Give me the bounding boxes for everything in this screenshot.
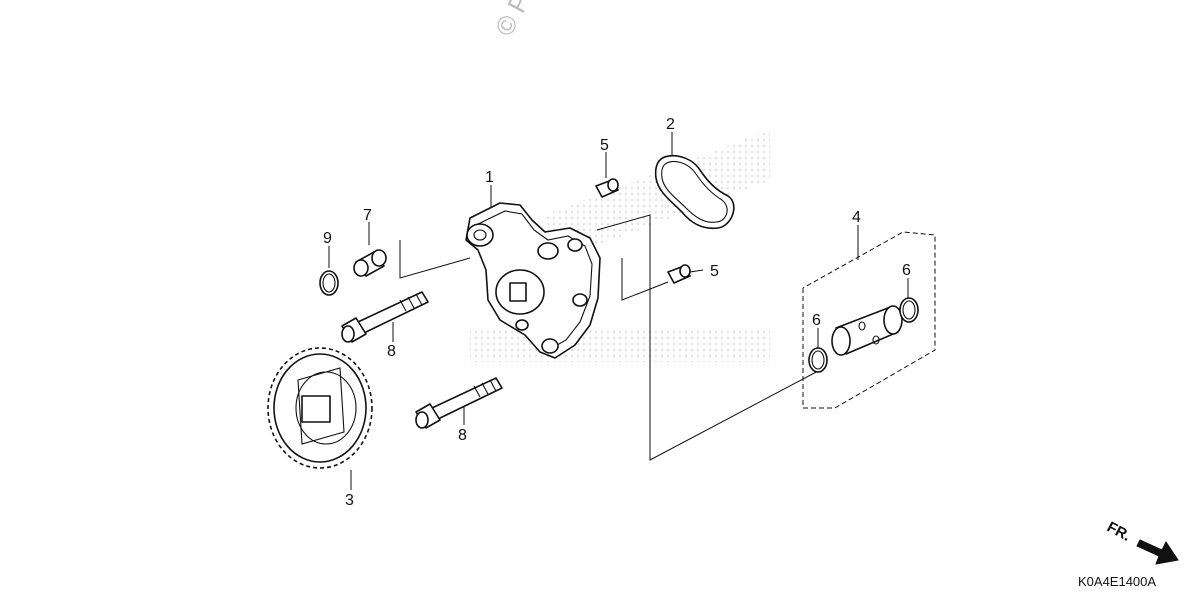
background-logo bbox=[470, 130, 770, 362]
callout-8-lower: 8 bbox=[458, 427, 467, 444]
dowel-pin-lower bbox=[667, 264, 691, 284]
oil-pump-body bbox=[465, 202, 601, 359]
leader-lines bbox=[328, 132, 909, 490]
callout-4: 4 bbox=[852, 209, 861, 226]
relief-valve-group-box bbox=[802, 231, 936, 409]
callout-5-upper: 5 bbox=[600, 137, 609, 154]
o-ring-left bbox=[319, 270, 339, 296]
dowel-pin-upper bbox=[595, 178, 619, 198]
front-label: FR. bbox=[1104, 519, 1133, 545]
callout-2: 2 bbox=[666, 116, 675, 133]
flange-bolt-upper bbox=[341, 291, 429, 343]
callout-6-left: 6 bbox=[812, 312, 821, 329]
callout-5-lower: 5 bbox=[710, 263, 719, 280]
callout-3: 3 bbox=[345, 492, 354, 509]
front-arrow-icon bbox=[1136, 539, 1179, 565]
flange-bolt-lower bbox=[415, 377, 503, 429]
o-ring-valve-right bbox=[899, 297, 919, 323]
gasket bbox=[654, 154, 735, 230]
diagram-code: K0A4E1400A bbox=[1078, 574, 1156, 589]
relief-valve bbox=[831, 305, 903, 356]
front-direction-indicator: FR. bbox=[1104, 519, 1179, 565]
callout-8-upper: 8 bbox=[387, 343, 396, 360]
callout-1: 1 bbox=[485, 169, 494, 186]
callout-9: 9 bbox=[323, 230, 332, 247]
driven-gear bbox=[267, 347, 373, 469]
callout-6-right: 6 bbox=[902, 262, 911, 279]
callout-7: 7 bbox=[363, 207, 372, 224]
copyright-watermark: © Par bbox=[489, 0, 547, 41]
collar bbox=[353, 249, 387, 277]
assembly-outline bbox=[399, 214, 821, 461]
o-ring-valve-left bbox=[808, 347, 828, 373]
